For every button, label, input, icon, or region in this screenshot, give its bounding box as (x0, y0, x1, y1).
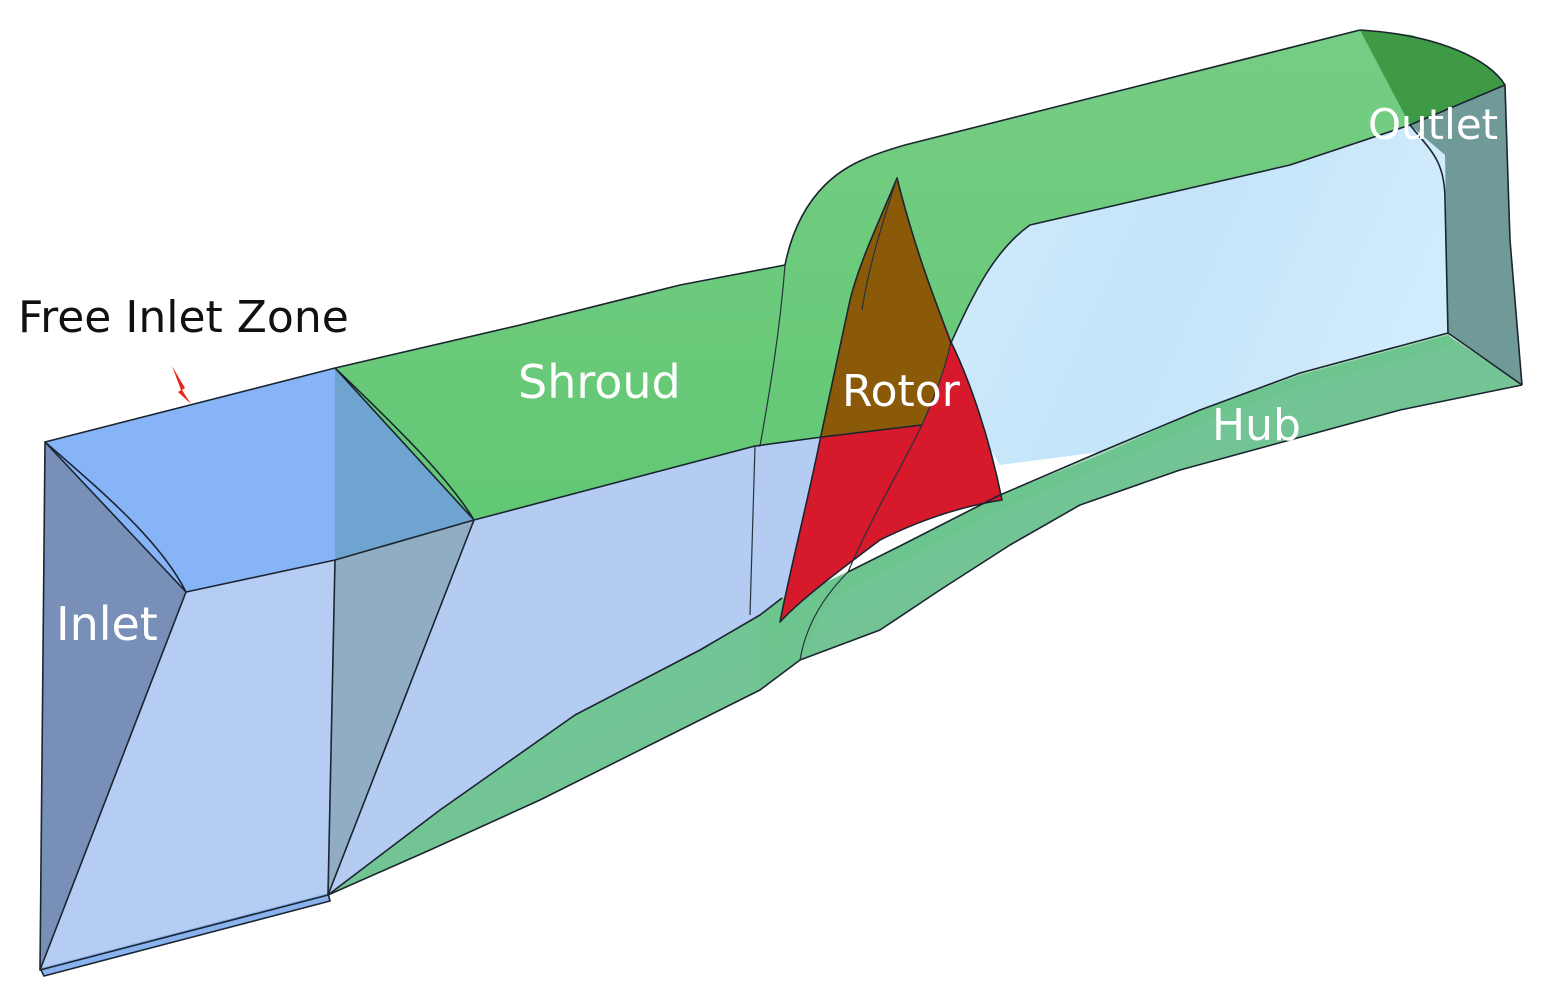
outline-hub-lower (327, 384, 1523, 896)
outline-shroud-top (334, 29, 1361, 369)
label-inlet: Inlet (56, 597, 158, 651)
callout-arrow (172, 366, 191, 404)
hub-inner-surface (950, 125, 1448, 465)
outlet-cap (1360, 30, 1505, 125)
label-free-inlet-zone: Free Inlet Zone (18, 292, 349, 343)
outline-rotor-seam (799, 571, 849, 661)
label-hub: Hub (1212, 400, 1301, 451)
outline-free-inlet-top (44, 367, 475, 593)
outline-rotor (779, 177, 1003, 623)
outline-rotor-inner (847, 177, 951, 573)
outline-shroud-lower (473, 424, 923, 521)
inlet-face (40, 442, 186, 970)
label-rotor: Rotor (842, 366, 961, 417)
outlet-face (1410, 85, 1522, 385)
outline-outlet-inner (1409, 84, 1523, 386)
outline-transition (327, 367, 475, 896)
label-outlet: Outlet (1368, 100, 1498, 149)
rotor-overlap-region (820, 178, 950, 437)
outline-shroud-seam (749, 264, 786, 616)
outline-hub-upper (847, 332, 1449, 573)
hub-surface-lower (328, 335, 1522, 895)
outline-shroud-inner (949, 124, 1411, 346)
transition-face-upper (335, 368, 474, 560)
free-inlet-zone-front (40, 560, 335, 970)
outline-inlet-lip (39, 892, 331, 977)
label-shroud: Shroud (518, 355, 681, 409)
outline-hub-front (327, 597, 783, 896)
outline-inlet-face (39, 441, 187, 971)
